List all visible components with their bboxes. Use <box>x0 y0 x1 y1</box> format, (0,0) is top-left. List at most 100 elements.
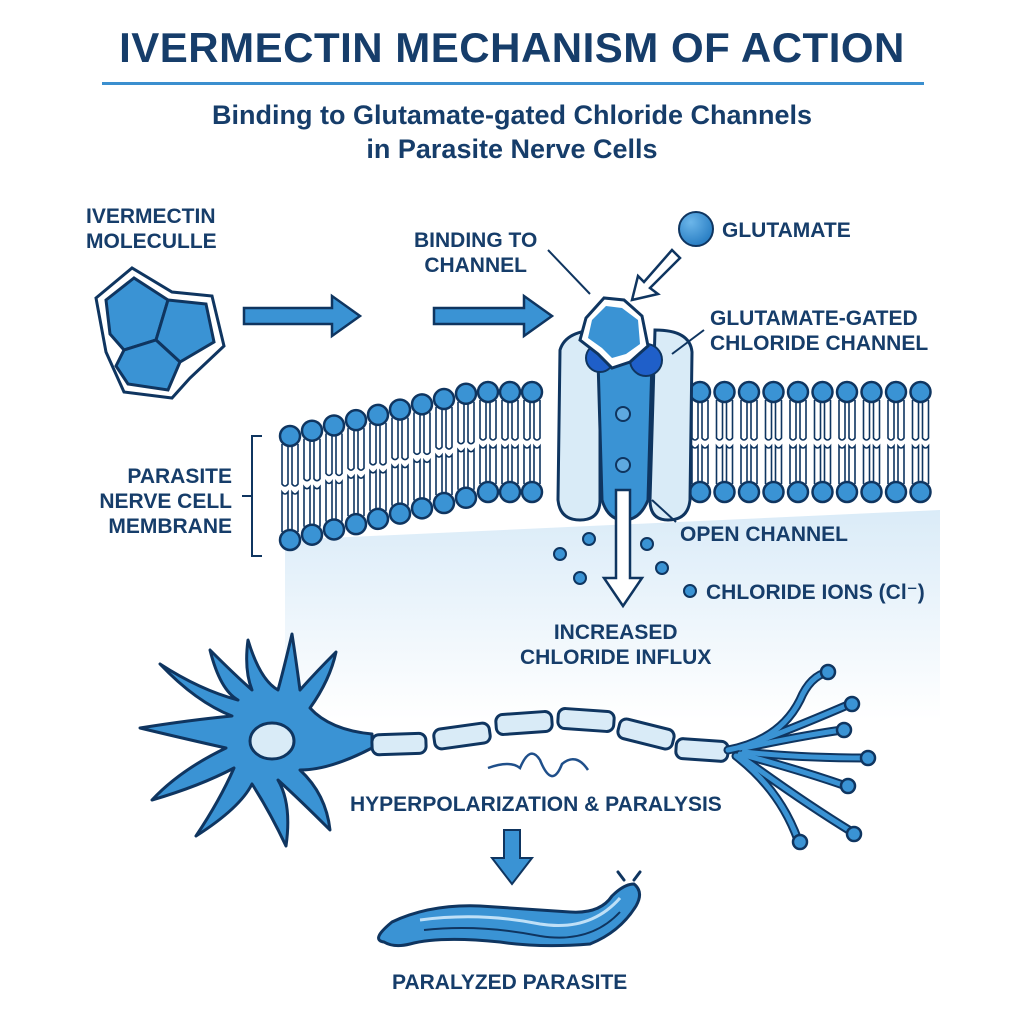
phospholipid-tail <box>887 443 895 484</box>
phospholipid-tail <box>369 422 377 466</box>
arrow-right-icon-2 <box>432 293 555 339</box>
channel-label-line-1: GLUTAMATE-GATED <box>710 307 918 330</box>
phospholipid-tail <box>911 443 920 484</box>
phospholipid-head <box>737 380 761 404</box>
phospholipid-tail <box>911 400 920 441</box>
subtitle-line-2: in Parasite Nerve Cells <box>366 134 658 164</box>
channel-pointer <box>671 329 705 355</box>
phospholipid-head <box>454 486 478 510</box>
phospholipid-tail <box>872 443 881 484</box>
phospholipid-tail <box>789 400 797 441</box>
phospholipid-tail <box>435 407 443 450</box>
phospholipid-head <box>520 480 544 504</box>
phospholipid-head <box>737 480 761 504</box>
phospholipid-head <box>366 403 390 427</box>
influx-label: INCREASED CHLORIDE INFLUX <box>520 620 711 670</box>
phospholipid-tail <box>750 400 758 441</box>
phospholipid-head <box>811 480 834 504</box>
chloride-ions-label: CHLORIDE IONS (Cl⁻) <box>706 581 925 604</box>
phospholipid-tail <box>335 479 343 522</box>
phospholipid-tail <box>523 400 531 441</box>
phospholipid-tail <box>799 443 807 484</box>
phospholipid-tail <box>401 417 409 461</box>
phospholipid-head <box>909 480 932 504</box>
phospholipid-tail <box>764 443 773 484</box>
phospholipid-tail <box>813 443 822 484</box>
influx-label-line-2: CHLORIDE INFLUX <box>520 646 712 669</box>
glutamate-label: GLUTAMATE <box>722 219 851 242</box>
phospholipid-tail <box>701 400 709 441</box>
molecule-label-line-2: MOLECULLE <box>86 230 217 253</box>
phospholipid-tail <box>862 443 871 484</box>
phospholipid-tail <box>887 400 895 441</box>
phospholipid-tail <box>799 400 807 441</box>
phospholipid-tail <box>838 443 846 484</box>
phospholipid-tail <box>691 443 699 484</box>
phospholipid-tail <box>423 412 431 456</box>
phospholipid-tail <box>281 444 289 487</box>
phospholipid-head <box>476 380 500 404</box>
phospholipid-tail <box>457 401 465 445</box>
neuron-icon <box>138 632 730 848</box>
phospholipid-head <box>322 414 346 437</box>
phospholipid-tail <box>313 438 321 482</box>
phospholipid-tail <box>401 463 409 506</box>
phospholipid-tail <box>479 400 487 441</box>
binding-label-line-1: BINDING TO <box>414 229 538 252</box>
phospholipid-head <box>762 380 785 404</box>
phospholipid-tail <box>511 400 519 441</box>
glutamate-arrow-icon <box>630 248 682 302</box>
phospholipid-tail <box>838 400 846 441</box>
phospholipid-tail <box>347 473 355 517</box>
phospholipid-head <box>498 380 522 404</box>
phospholipid-head <box>300 419 324 442</box>
open-channel-label: OPEN CHANNEL <box>680 523 849 546</box>
phospholipid-tail <box>691 400 699 441</box>
arrow-right-icon-1 <box>242 293 363 339</box>
glutamate-sphere-icon <box>678 211 714 247</box>
phospholipid-tail <box>848 443 856 484</box>
binding-label-line-2: CHANNEL <box>424 254 527 277</box>
phospholipid-tail <box>423 457 431 501</box>
phospholipid-head <box>366 507 390 531</box>
influx-arrow-icon <box>601 488 645 609</box>
membrane-label: PARASITE NERVE CELL MEMBRANE <box>90 464 232 539</box>
phospholipid-tail <box>413 412 421 456</box>
phospholipid-tail <box>445 407 453 450</box>
phospholipid-tail <box>325 479 333 522</box>
phospholipid-tail <box>511 443 519 484</box>
phospholipid-tail <box>764 400 773 441</box>
molecule-label: IVERMECTIN MOLECULLE <box>86 204 217 254</box>
phospholipid-tail <box>872 400 881 441</box>
phospholipid-tail <box>533 400 541 441</box>
phospholipid-tail <box>467 401 475 445</box>
waveform-icon <box>487 752 590 778</box>
phospholipid-head <box>884 380 908 404</box>
phospholipid-tail <box>501 443 509 484</box>
phospholipid-tail <box>489 400 497 441</box>
phospholipid-tail <box>897 400 905 441</box>
phospholipid-tail <box>921 400 930 441</box>
phospholipid-tail <box>823 443 832 484</box>
phospholipid-head <box>786 380 810 404</box>
phospholipid-tail <box>715 443 724 484</box>
phospholipid-tail <box>750 443 758 484</box>
hyperpolarization-label: HYPERPOLARIZATION & PARALYSIS <box>350 793 722 816</box>
phospholipid-tail <box>445 452 453 496</box>
phospholipid-head <box>811 380 834 404</box>
subtitle: Binding to Glutamate-gated Chloride Chan… <box>0 98 1024 166</box>
phospholipid-head <box>713 480 736 504</box>
phospholipid-tail <box>740 400 748 441</box>
phospholipid-tail <box>313 484 321 527</box>
phospholipid-tail <box>281 489 289 532</box>
phospholipid-tail <box>347 428 355 471</box>
phospholipid-tail <box>357 473 365 517</box>
phospholipid-tail <box>813 400 822 441</box>
phospholipid-tail <box>467 447 475 490</box>
phospholipid-head <box>713 380 736 404</box>
cytoplasm-region <box>285 510 940 720</box>
title-divider <box>102 82 924 85</box>
membrane-label-line-1: PARASITE <box>127 465 232 488</box>
phospholipid-tail <box>789 443 797 484</box>
phospholipid-tail <box>413 457 421 501</box>
